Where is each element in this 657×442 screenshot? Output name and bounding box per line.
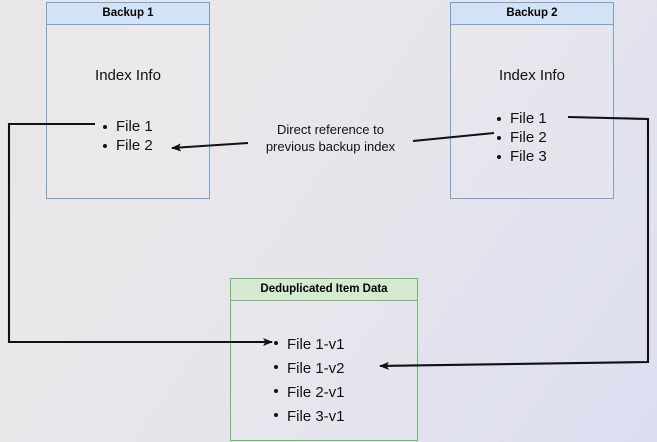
deduplicated-item-data-header: Deduplicated Item Data: [231, 279, 417, 301]
list-item[interactable]: File 1: [496, 109, 547, 128]
caption-line-2: previous backup index: [265, 139, 396, 154]
list-item[interactable]: File 1-v2: [273, 357, 345, 381]
backup-1-box[interactable]: Backup 1 Index Info File 1 File 2: [46, 2, 210, 199]
deduplicated-item-data-body: File 1-v1 File 1-v2 File 2-v1 File 3-v1: [231, 301, 417, 440]
list-item[interactable]: File 3-v1: [273, 405, 345, 429]
list-item[interactable]: File 1: [102, 117, 153, 136]
list-item[interactable]: File 1-v1: [273, 333, 345, 357]
backup-1-index-info-label: Index Info: [95, 67, 161, 84]
deduplicated-item-list: File 1-v1 File 1-v2 File 2-v1 File 3-v1: [273, 333, 345, 429]
backup-1-header: Backup 1: [47, 3, 209, 25]
list-item[interactable]: File 2: [496, 128, 547, 147]
backup-1-body: Index Info File 1 File 2: [47, 25, 209, 198]
direct-reference-caption: Direct reference to previous backup inde…: [248, 121, 413, 155]
backup-2-file-list: File 1 File 2 File 3: [496, 109, 547, 166]
backup-2-body: Index Info File 1 File 2 File 3: [451, 25, 613, 198]
backup-2-box[interactable]: Backup 2 Index Info File 1 File 2 File 3: [450, 2, 614, 199]
backup-1-file-list: File 1 File 2: [102, 117, 153, 155]
list-item[interactable]: File 2-v1: [273, 381, 345, 405]
list-item[interactable]: File 3: [496, 147, 547, 166]
caption-line-1: Direct reference to: [277, 122, 384, 137]
deduplicated-item-data-box[interactable]: Deduplicated Item Data File 1-v1 File 1-…: [230, 278, 418, 441]
list-item[interactable]: File 2: [102, 136, 153, 155]
backup-2-index-info-label: Index Info: [499, 67, 565, 84]
backup-2-header: Backup 2: [451, 3, 613, 25]
